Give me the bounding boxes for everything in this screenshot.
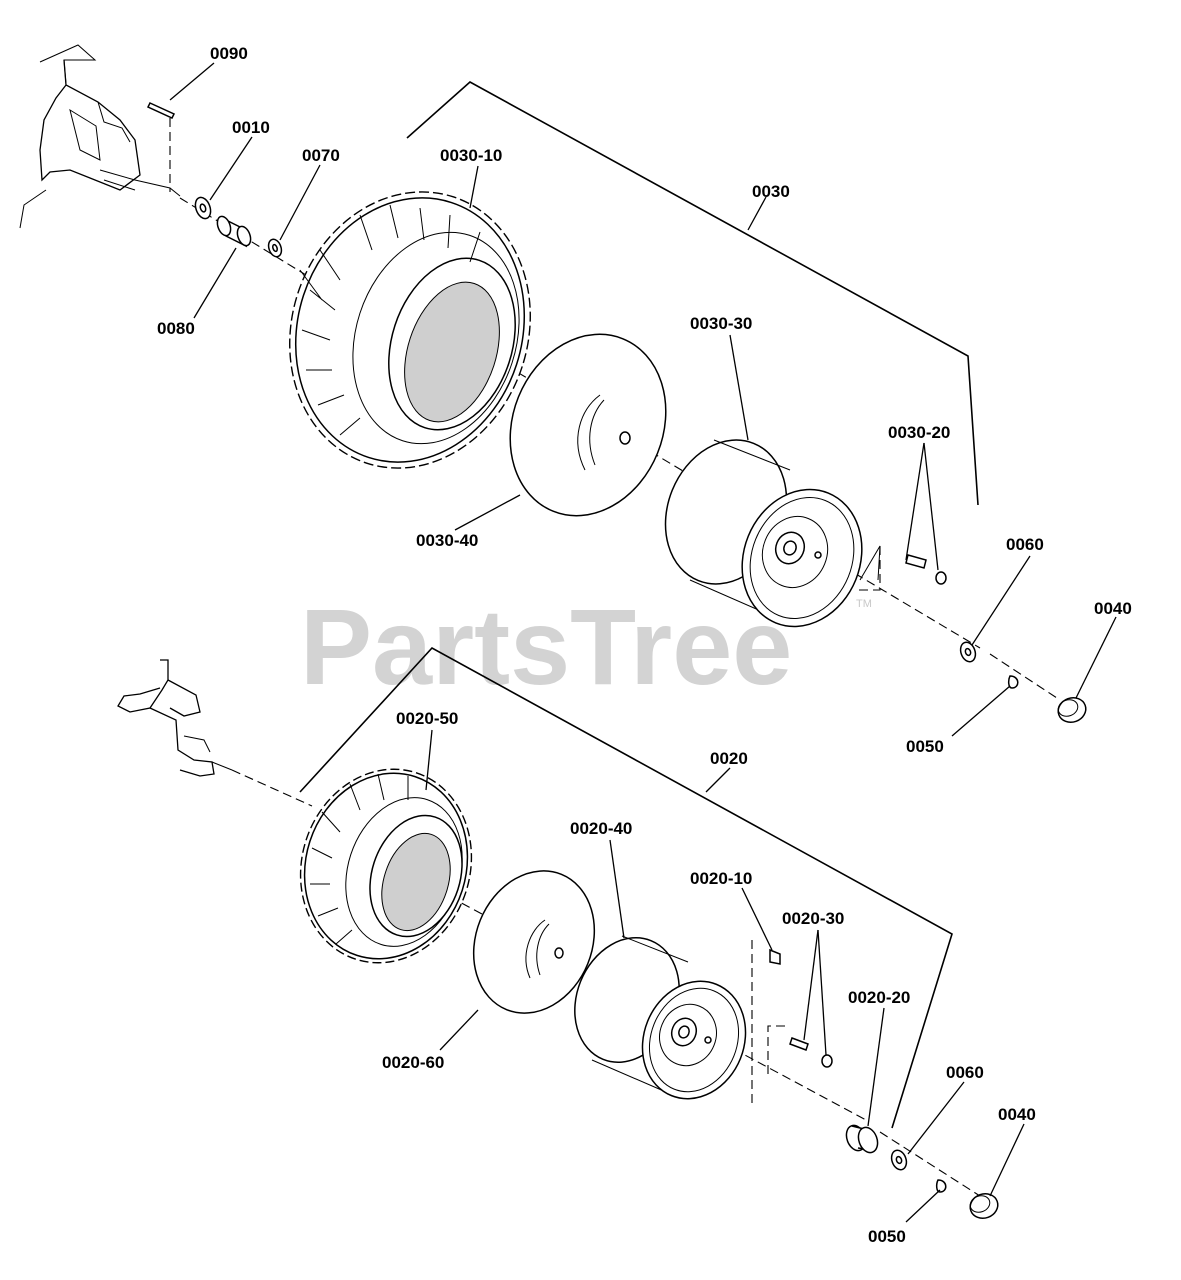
label-0090: 0090 bbox=[210, 44, 248, 63]
washer-0010 bbox=[194, 196, 212, 220]
tube-0020-60 bbox=[472, 870, 596, 1014]
rim-0030-30 bbox=[664, 439, 863, 628]
label-0070: 0070 bbox=[302, 146, 340, 165]
washer-0070 bbox=[267, 238, 283, 258]
label-0040-top: 0040 bbox=[1094, 599, 1132, 618]
cap-0040-top bbox=[1057, 696, 1087, 724]
pin-0090 bbox=[146, 102, 176, 119]
washer-0060-bottom bbox=[890, 1149, 908, 1171]
label-0030-20: 0030-20 bbox=[888, 423, 950, 442]
label-0060-top: 0060 bbox=[1006, 535, 1044, 554]
label-0030-30: 0030-30 bbox=[690, 314, 752, 333]
label-0050-top: 0050 bbox=[906, 737, 944, 756]
cap-0040-bottom bbox=[969, 1192, 999, 1220]
rim-0020-40 bbox=[574, 935, 747, 1100]
label-0020-50: 0020-50 bbox=[396, 709, 458, 728]
watermark: PartsTree TM bbox=[300, 586, 872, 707]
tire-0020-50 bbox=[299, 768, 473, 964]
frame-bracket-top bbox=[19, 44, 181, 229]
label-0020-20: 0020-20 bbox=[848, 988, 910, 1007]
label-0080: 0080 bbox=[157, 319, 195, 338]
watermark-tm: TM bbox=[856, 598, 872, 610]
valve-0020-30 bbox=[767, 1025, 833, 1074]
spindle-bracket-bottom bbox=[117, 659, 233, 777]
bracket-0020 bbox=[299, 646, 953, 1129]
label-0020-30: 0020-30 bbox=[782, 909, 844, 928]
valve-0030-20 bbox=[856, 545, 947, 591]
label-0010: 0010 bbox=[232, 118, 270, 137]
label-0020-60: 0020-60 bbox=[382, 1053, 444, 1072]
clip-0050-bottom bbox=[935, 1179, 947, 1193]
watermark-text: PartsTree bbox=[300, 586, 792, 707]
leader-lines bbox=[169, 62, 1117, 1223]
label-0030: 0030 bbox=[752, 182, 790, 201]
label-0060-bottom: 0060 bbox=[946, 1063, 984, 1082]
tire-0030-10 bbox=[289, 191, 531, 469]
spacer-0080 bbox=[216, 215, 252, 248]
label-0030-40: 0030-40 bbox=[416, 531, 478, 550]
label-0050-bottom: 0050 bbox=[868, 1227, 906, 1246]
bracket-0030 bbox=[406, 81, 979, 506]
label-0030-10: 0030-10 bbox=[440, 146, 502, 165]
spacer-0020-20 bbox=[845, 1124, 879, 1154]
valve-0020-10 bbox=[751, 940, 781, 1106]
label-0020: 0020 bbox=[710, 749, 748, 768]
part-labels: 0090 0010 0070 0030-10 0030 0080 0030-30… bbox=[157, 44, 1132, 1246]
label-0020-10: 0020-10 bbox=[690, 869, 752, 888]
label-0020-40: 0020-40 bbox=[570, 819, 632, 838]
tube-0030-40 bbox=[509, 333, 667, 517]
label-0040-bottom: 0040 bbox=[998, 1105, 1036, 1124]
clip-0050-top bbox=[1007, 675, 1019, 689]
washer-0060-top bbox=[959, 641, 977, 663]
